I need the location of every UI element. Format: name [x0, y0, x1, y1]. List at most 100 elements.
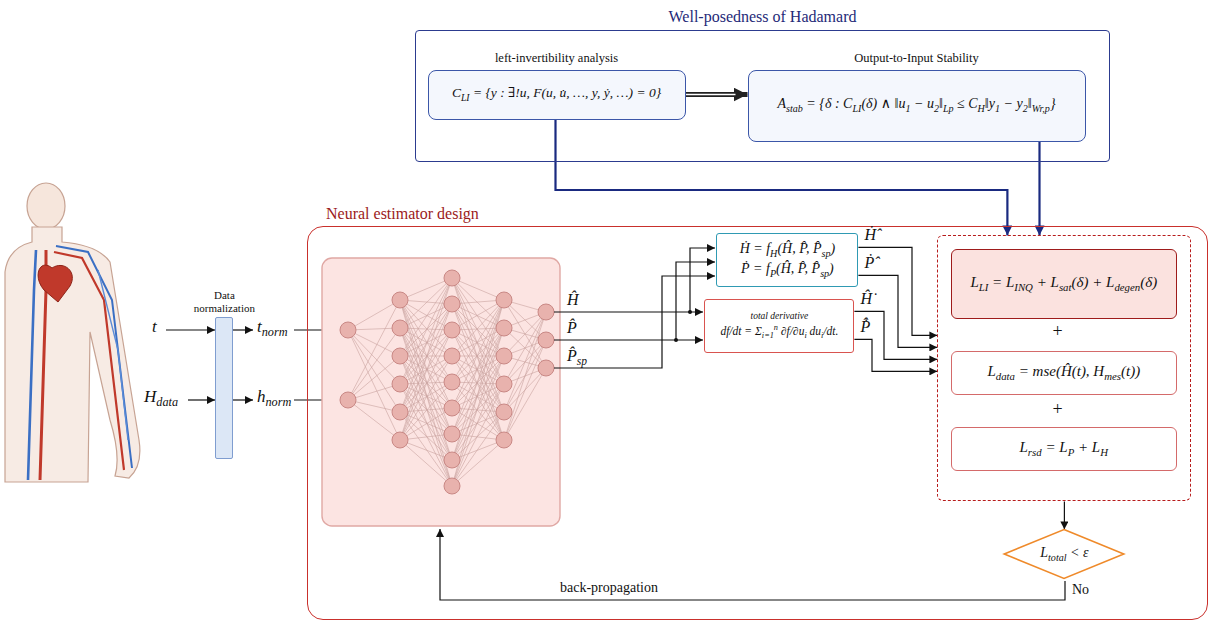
formula-index: total	[1048, 552, 1066, 563]
network-link	[348, 356, 400, 400]
formula-index: degen	[1114, 281, 1140, 293]
wire	[233, 399, 253, 400]
formula-part: = mse(Ĥ(t), H	[1015, 363, 1104, 379]
formula-index: Wr,p	[1032, 103, 1050, 114]
signal-arrow	[854, 311, 937, 359]
formula-index: 2	[1023, 103, 1028, 114]
neuron	[340, 392, 356, 408]
formula-index: LI	[852, 103, 861, 114]
formula-part: = L	[988, 274, 1014, 290]
formula-part: A	[777, 96, 786, 111]
formula-part: df/dt = Σ	[720, 325, 761, 337]
loss-box: LLI = LINQ + Lsat(δ) + Ldegen(δ)	[951, 249, 1177, 319]
formula-index: 1	[905, 103, 910, 114]
network-link	[452, 384, 504, 408]
box-heading: total derivative	[751, 311, 809, 323]
formula-part: t	[257, 317, 262, 336]
formula: Lrsd = LP + LH	[1020, 438, 1109, 459]
formula-part: ∂f/∂u	[778, 325, 804, 337]
formula-part: = {y : ∃!u, F(u, u̇, …, y, ẏ, …) = 0}	[470, 85, 662, 100]
formula-part: − u	[910, 96, 933, 111]
formula-index: stab	[786, 103, 803, 114]
formula-index: P	[770, 268, 776, 279]
formula: CLI = {y : ∃!u, F(u, u̇, …, y, ẏ, …) = …	[452, 85, 661, 104]
formula-part: )	[830, 241, 835, 256]
signal-name: hnorm	[257, 388, 291, 410]
formula-part: (Ĥ, P̂, P̂	[777, 241, 821, 256]
network-link	[400, 330, 452, 412]
formula-index: sp	[821, 248, 830, 259]
neuron	[538, 332, 554, 348]
wire	[676, 262, 715, 340]
formula-index: H	[1100, 446, 1108, 458]
neuron	[444, 426, 460, 442]
loss-box: Ldata = mse(Ĥ(t), Hmes(t))	[951, 351, 1177, 395]
network-link	[400, 356, 452, 440]
neuron	[496, 432, 512, 448]
loop-label: back-propagation	[560, 580, 658, 595]
formula-part: Ṗ = f	[741, 261, 770, 276]
neuron	[496, 404, 512, 420]
panel-title: Well-posedness of Hadamard	[669, 7, 857, 27]
neuron	[392, 320, 408, 336]
formula-part: )	[829, 261, 834, 276]
neuron	[538, 360, 554, 376]
junction-dot	[674, 338, 678, 342]
formula-index: norm	[262, 325, 288, 339]
network-link	[400, 304, 452, 440]
formula-index: INQ	[1014, 281, 1033, 293]
neuron	[444, 374, 460, 390]
formula: Astab = {δ : CLI(δ) ∧ ‖u1 − u2‖Lp ≤ CH‖y…	[777, 95, 1055, 115]
network-link	[348, 400, 400, 440]
box-heading: Output-to-Input Stability	[854, 51, 979, 67]
formula-part: C	[452, 85, 461, 100]
vein	[28, 250, 36, 480]
formula: Ltotal < ε	[1040, 544, 1088, 564]
ode-box: Ḣ = fH(Ĥ, P̂, P̂sp)Ṗ = fP(Ĥ, P̂, P̂sp)	[716, 233, 858, 287]
formula-index: LI	[979, 281, 989, 293]
formula-index: norm	[266, 395, 292, 409]
formula-index: P	[1068, 446, 1075, 458]
formula-part: L	[1020, 439, 1028, 455]
wire	[554, 339, 703, 340]
signal-name: Hdata	[144, 388, 178, 410]
diamond-outline	[1003, 529, 1125, 579]
neuron	[444, 452, 460, 468]
neuron	[444, 478, 460, 494]
signal-name: t	[152, 318, 157, 337]
output-wires	[440, 248, 1065, 600]
signal-name: Ĥ	[567, 291, 579, 309]
formula-index: n	[774, 323, 778, 332]
neuron	[340, 322, 356, 338]
formula-part: = {δ : C	[803, 96, 853, 111]
decision-diamond: Ltotal < ε	[1003, 529, 1125, 579]
signal-arrow	[1064, 501, 1065, 529]
input-wires	[166, 330, 340, 400]
signal-name: P̂sp	[567, 347, 587, 368]
feedback-wire	[440, 529, 1065, 600]
decision-label: No	[1072, 582, 1089, 597]
formula: Ṗ = fP(Ĥ, P̂, P̂sp)	[741, 260, 834, 280]
formula-index: i	[804, 331, 806, 340]
formula-part: L	[987, 363, 995, 379]
plus-sign: +	[1052, 400, 1062, 420]
network-link	[452, 412, 504, 486]
network-link	[504, 312, 546, 356]
formula-part: (δ)	[1140, 274, 1157, 290]
constraint-arrow	[556, 120, 1008, 236]
edge-label: Ḣ̂	[864, 226, 876, 244]
formula-index: i	[821, 331, 823, 340]
formula-index: H	[770, 248, 777, 259]
neuron	[496, 320, 512, 336]
neuron	[444, 296, 460, 312]
network-link	[348, 330, 400, 356]
neuron	[392, 432, 408, 448]
formula-index: mes	[1104, 370, 1121, 382]
body-torso	[5, 227, 140, 482]
formula-index: i=1	[762, 331, 774, 340]
neuron	[392, 404, 408, 420]
human-body	[5, 183, 140, 482]
edge-label: P̂̇	[860, 318, 870, 336]
